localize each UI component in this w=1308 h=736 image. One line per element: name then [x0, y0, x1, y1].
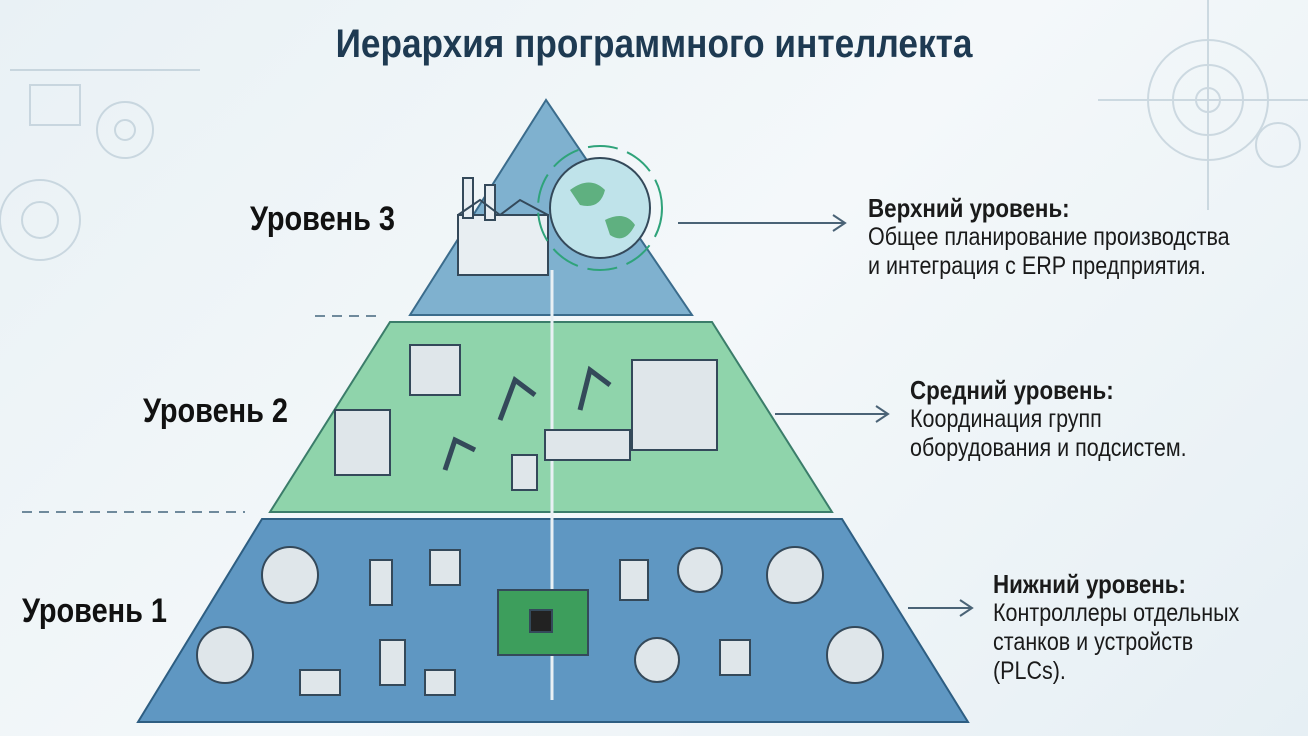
level-3-line: и интеграция с ERP предприятия. [868, 252, 1207, 280]
level-3-heading: Верхний уровень: [868, 193, 1070, 223]
level-1-line: Контроллеры отдельных [993, 599, 1240, 627]
gear-decoration-left [0, 69, 200, 261]
factory-icon [457, 177, 549, 276]
level-1-label: Уровень 1 [22, 592, 167, 630]
level-2-label: Уровень 2 [143, 392, 288, 430]
device-icons [196, 546, 884, 696]
gear-decoration-right [1098, 0, 1308, 210]
level-2-description: Средний уровень: Координация групп обору… [910, 376, 1187, 463]
level-dividers [22, 315, 380, 513]
level-1-description: Нижний уровень: Контроллеры отдельных ст… [993, 570, 1264, 686]
level-3-label: Уровень 3 [250, 200, 395, 238]
arrows [678, 214, 974, 617]
level-3-description: Верхний уровень: Общее планирование прои… [868, 194, 1230, 281]
level-3-line: Общее планирование производства [868, 223, 1230, 251]
level-2-line: Координация групп [910, 405, 1102, 433]
level-2-line: оборудования и подсистем. [910, 434, 1187, 462]
globe-icon [537, 145, 663, 271]
machine-icons [334, 344, 718, 491]
level-2-heading: Средний уровень: [910, 375, 1114, 405]
level-1-heading: Нижний уровень: [993, 569, 1187, 599]
level-1-line: станков и устройств (PLCs). [993, 628, 1194, 685]
page-title: Иерархия программного интеллекта [335, 22, 973, 66]
